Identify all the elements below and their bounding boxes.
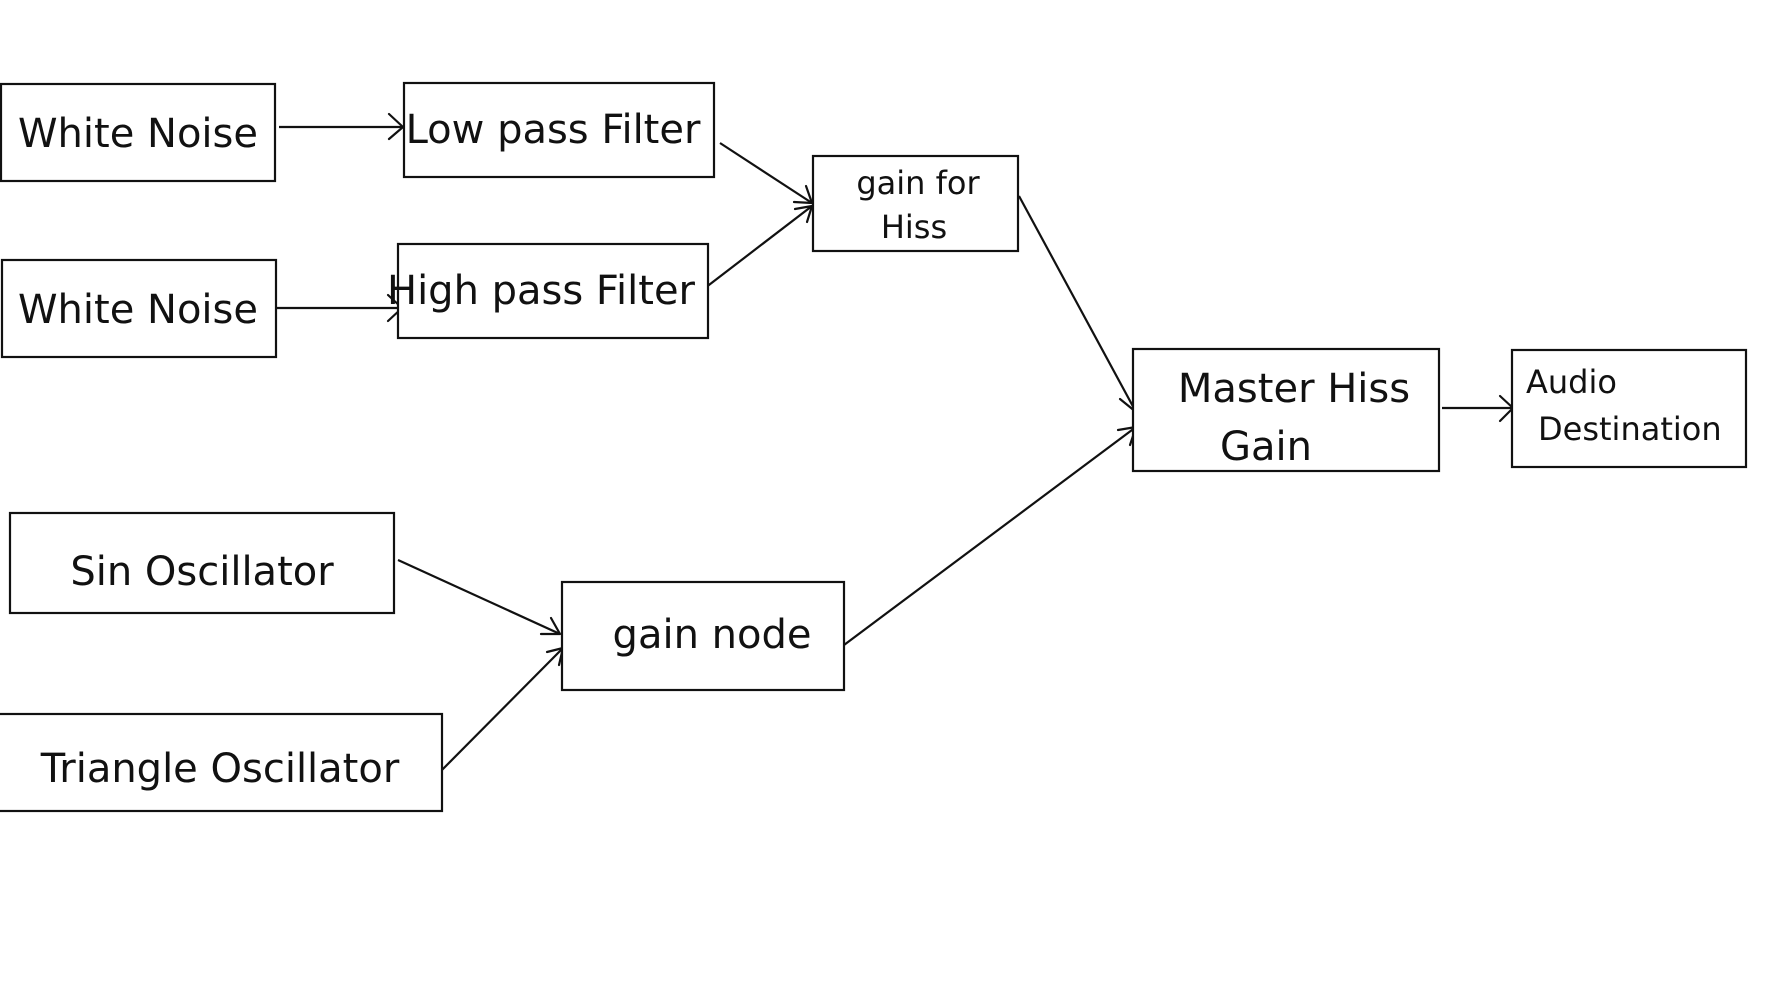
node-sin-oscillator-label: Sin Oscillator xyxy=(70,549,334,595)
node-audio-destination-label-line2: Destination xyxy=(1538,410,1722,448)
edge-tri-osc-to-gain-node xyxy=(434,646,565,778)
node-sin-oscillator: Sin Oscillator xyxy=(8,511,396,615)
edge-gain-hiss-to-master-hiss xyxy=(1018,195,1138,414)
node-gain-node: gain node xyxy=(560,580,846,692)
node-audio-destination-label-line1: Audio xyxy=(1526,363,1617,401)
edge-high-pass-to-gain-hiss xyxy=(704,204,814,289)
node-master-hiss-gain: Master Hiss Gain xyxy=(1131,347,1441,473)
node-white-noise-2: White Noise xyxy=(0,258,278,359)
node-triangle-oscillator-label: Triangle Oscillator xyxy=(40,746,400,792)
node-high-pass-filter-label: High pass Filter xyxy=(387,268,696,314)
node-triangle-oscillator: Triangle Oscillator xyxy=(0,712,444,813)
node-master-hiss-gain-label-line1: Master Hiss xyxy=(1178,366,1410,412)
edge-low-pass-to-gain-hiss xyxy=(719,142,814,205)
node-gain-for-hiss-label-line2: Hiss xyxy=(881,208,947,246)
node-low-pass-filter: Low pass Filter xyxy=(402,81,716,179)
node-low-pass-filter-label: Low pass Filter xyxy=(406,107,701,153)
node-high-pass-filter: High pass Filter xyxy=(387,242,710,340)
node-master-hiss-gain-label-line2: Gain xyxy=(1220,424,1312,470)
node-white-noise-2-label: White Noise xyxy=(18,287,258,333)
edges xyxy=(276,112,1515,778)
node-gain-for-hiss-label-line1: gain for xyxy=(856,164,980,202)
node-audio-destination: Audio Destination xyxy=(1510,348,1748,469)
node-white-noise-1-label: White Noise xyxy=(18,111,258,157)
edge-white-noise-1-to-low-pass xyxy=(279,112,405,141)
node-gain-for-hiss: gain for Hiss xyxy=(811,154,1020,253)
edge-master-hiss-to-audio-dest xyxy=(1442,394,1515,423)
edge-gain-node-to-master-hiss xyxy=(839,425,1138,649)
edge-sin-osc-to-gain-node xyxy=(397,558,562,636)
edge-white-noise-2-to-high-pass xyxy=(276,293,404,323)
node-gain-node-label: gain node xyxy=(613,612,812,658)
node-white-noise-1: White Noise xyxy=(0,82,277,183)
